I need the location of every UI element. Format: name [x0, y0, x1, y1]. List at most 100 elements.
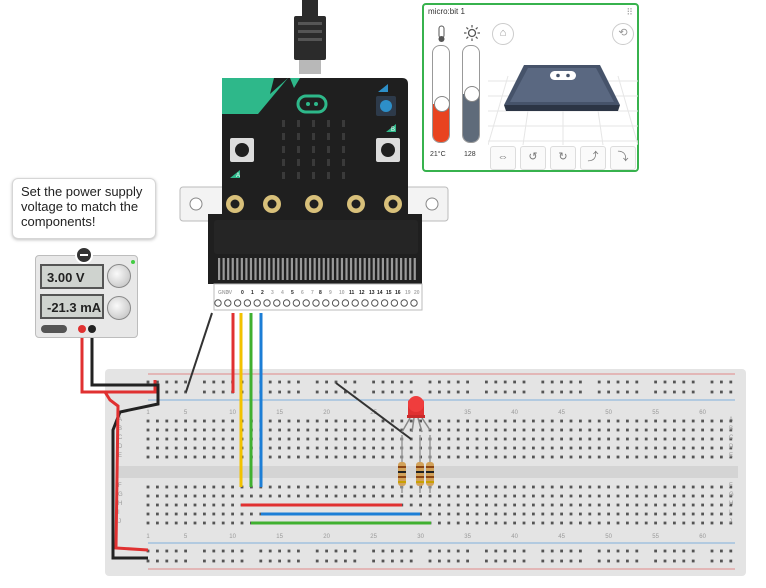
- tilt-right-icon[interactable]: ↻: [550, 146, 576, 170]
- edge-pin-label: 10: [339, 290, 345, 296]
- thermometer-icon: [438, 25, 445, 42]
- minus-icon[interactable]: [75, 246, 93, 264]
- home-icon[interactable]: ⌂: [492, 23, 514, 45]
- pin-hole: [331, 299, 340, 307]
- row-letter: G: [118, 492, 123, 498]
- led: [297, 120, 300, 127]
- negative-terminal[interactable]: [88, 325, 96, 333]
- led: [327, 146, 330, 153]
- row-letter: J: [729, 519, 732, 525]
- power-supply[interactable]: 3.00 V -21.3 mA: [35, 255, 138, 338]
- pin-hole: [243, 299, 252, 307]
- led: [327, 133, 330, 140]
- row-letter: C: [729, 435, 734, 441]
- drag-handle-icon[interactable]: ⠿: [626, 7, 633, 17]
- column-number: 1: [146, 534, 150, 540]
- pin-hole: [371, 299, 379, 307]
- led: [312, 172, 315, 179]
- column-number: 60: [699, 410, 706, 416]
- shake-icon[interactable]: ⇔: [490, 146, 516, 170]
- rotate-icon[interactable]: ⟲: [612, 23, 634, 45]
- edge-pin-label: 8: [319, 290, 322, 296]
- row-letter: F: [118, 483, 122, 489]
- column-number: 35: [464, 534, 471, 540]
- column-number: 25: [370, 534, 377, 540]
- orientation-view[interactable]: [488, 21, 638, 145]
- temperature-value: 21°C: [430, 151, 446, 158]
- led: [297, 133, 300, 140]
- column-number: 60: [699, 534, 706, 540]
- led: [297, 159, 300, 166]
- pin-hole: [341, 299, 350, 307]
- pin-hole: [400, 299, 408, 307]
- usb-cable: [294, 0, 326, 74]
- tilt-left-icon[interactable]: ↺: [520, 146, 546, 170]
- row-letter: D: [729, 444, 734, 450]
- led: [282, 172, 285, 179]
- row-letter: H: [118, 501, 123, 507]
- led-matrix: [282, 120, 345, 179]
- wire-black-gnd-led: [335, 382, 412, 440]
- temperature-slider[interactable]: [432, 45, 450, 143]
- current-display: -21.3 mA: [40, 294, 104, 319]
- rgb-led[interactable]: [401, 396, 431, 433]
- edge-pin-label: 4: [281, 290, 284, 296]
- temperature-handle[interactable]: [434, 95, 450, 112]
- pin-hole: [224, 299, 232, 307]
- led: [312, 159, 315, 166]
- column-number: 5: [183, 534, 188, 540]
- led: [312, 133, 315, 140]
- psu-lead-red-2: [103, 391, 149, 552]
- row-letter: G: [729, 492, 734, 498]
- wire-black-gnd-mb: [185, 312, 213, 393]
- column-number: 30: [417, 534, 424, 540]
- column-number: 15: [276, 410, 283, 416]
- column-number: 10: [229, 410, 236, 416]
- pin-hole: [263, 299, 271, 307]
- column-number: 55: [652, 410, 659, 416]
- edge-pin-label: 20: [414, 290, 420, 296]
- led: [282, 133, 285, 140]
- tooltip-text: Set the power supply voltage to match th…: [21, 184, 143, 229]
- column-number: 35: [464, 410, 471, 416]
- pin-hole: [322, 299, 330, 307]
- led: [327, 172, 330, 179]
- edge-pin-label: 0: [241, 290, 244, 296]
- column-number: 50: [605, 534, 612, 540]
- row-letter: D: [118, 444, 123, 450]
- pin-hole: [361, 299, 369, 307]
- led: [327, 159, 330, 166]
- column-number: 5: [183, 410, 188, 416]
- pin-hole: [292, 299, 301, 307]
- pin-hole: [380, 299, 389, 307]
- psu-lead-black: [90, 330, 160, 560]
- pin-hole: [214, 299, 222, 307]
- pin-hole: [302, 299, 310, 307]
- label-a: A: [236, 173, 240, 179]
- column-number: 20: [323, 410, 330, 416]
- pin-hole: [273, 299, 281, 307]
- row-letter: A: [118, 417, 123, 423]
- led: [342, 120, 345, 127]
- edge-pin-label: 2: [261, 290, 264, 296]
- tilt-down-icon[interactable]: ⤵: [610, 146, 636, 170]
- light-icon: [464, 25, 480, 41]
- led: [297, 172, 300, 179]
- column-number: 20: [323, 534, 330, 540]
- positive-terminal[interactable]: [78, 325, 86, 333]
- light-handle[interactable]: [464, 86, 480, 102]
- power-switch[interactable]: [41, 325, 67, 333]
- row-letter: H: [729, 501, 734, 507]
- light-value: 128: [464, 151, 476, 158]
- row-letter: E: [729, 453, 734, 459]
- tilt-up-icon[interactable]: ⤴: [580, 146, 606, 170]
- voltage-knob[interactable]: [107, 264, 131, 288]
- column-number: 1: [146, 410, 150, 416]
- column-number: 50: [605, 410, 612, 416]
- current-knob[interactable]: [107, 296, 131, 320]
- row-letter: B: [729, 426, 734, 432]
- edge-pin-label: 16: [395, 290, 401, 296]
